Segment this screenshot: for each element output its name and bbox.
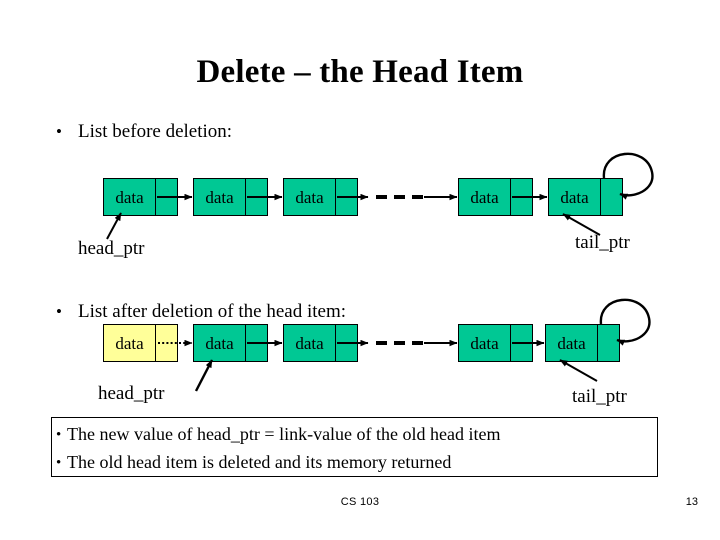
node-data-cell: data (194, 325, 246, 361)
node-data-cell: data (459, 179, 511, 215)
bullet-marker: • (56, 427, 62, 443)
note-text-1: The new value of head_ptr = link-value o… (67, 424, 501, 444)
node-link-cell (156, 325, 177, 361)
list-node: data (458, 324, 533, 362)
list-node-deleted: data (103, 324, 178, 362)
bullet-marker: • (56, 455, 62, 471)
note-line-2: • The old head item is deleted and its me… (56, 449, 657, 477)
node-link-cell (598, 325, 619, 361)
bullet-label-after: List after deletion of the head item: (78, 301, 347, 322)
footer-page-number: 13 (685, 496, 698, 508)
note-line-1: • The new value of head_ptr = link-value … (56, 421, 657, 449)
tail-pointer-label: tail_ptr (572, 386, 627, 407)
node-data-cell: data (284, 179, 336, 215)
footer-course-label: CS 103 (340, 496, 380, 508)
node-data-cell: data (459, 325, 511, 361)
node-data-cell: data (104, 325, 156, 361)
node-link-cell (511, 325, 532, 361)
node-link-cell (511, 179, 532, 215)
node-data-cell: data (546, 325, 598, 361)
head-pointer-leader (106, 212, 122, 240)
list-node: data (103, 178, 178, 216)
list-node: data (458, 178, 533, 216)
node-link-cell (246, 179, 267, 215)
node-link-cell (246, 325, 267, 361)
node-data-cell: data (549, 179, 601, 215)
node-data-cell: data (284, 325, 336, 361)
tail-pointer-label: tail_ptr (575, 232, 630, 253)
tail-pointer-leader (559, 359, 598, 382)
node-link-cell (601, 179, 622, 215)
list-node: data (193, 324, 268, 362)
bullet-list-before: • List before deletion: (56, 120, 232, 144)
node-data-cell: data (194, 179, 246, 215)
node-link-cell (336, 179, 357, 215)
head-pointer-leader (194, 359, 214, 392)
node-data-cell: data (104, 179, 156, 215)
bullet-list-after: • List after deletion of the head item: (56, 300, 346, 324)
bullet-marker: • (56, 302, 62, 321)
note-text-2: The old head item is deleted and its mem… (67, 452, 452, 472)
node-link-cell (156, 179, 177, 215)
list-node: data (193, 178, 268, 216)
list-node: data (548, 178, 623, 216)
summary-note-box: • The new value of head_ptr = link-value … (51, 417, 658, 477)
list-node: data (283, 178, 358, 216)
head-pointer-label: head_ptr (78, 238, 145, 259)
bullet-label-before: List before deletion: (78, 121, 233, 142)
list-node: data (283, 324, 358, 362)
list-node: data (545, 324, 620, 362)
head-pointer-label: head_ptr (98, 383, 165, 404)
page-title: Delete – the Head Item (196, 54, 524, 90)
node-link-cell (336, 325, 357, 361)
bullet-marker: • (56, 122, 62, 141)
